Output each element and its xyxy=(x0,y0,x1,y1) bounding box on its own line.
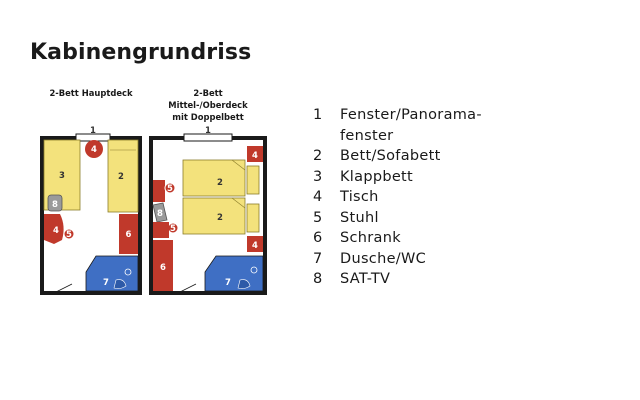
legend-item: 2 Bett/Sofabett xyxy=(313,146,482,167)
legend-number: 1 xyxy=(313,107,323,123)
closet xyxy=(153,240,173,291)
legend-number: 5 xyxy=(313,209,323,226)
chair xyxy=(63,228,75,240)
shower-number: 7 xyxy=(225,278,231,288)
bed-fold-line xyxy=(231,159,246,171)
shower-wc xyxy=(85,255,139,292)
legend-item: 3 Klappbett xyxy=(313,167,482,188)
night-table xyxy=(247,236,263,252)
tv-number: 8 xyxy=(52,200,58,210)
desk xyxy=(153,222,169,238)
sink-icon xyxy=(124,268,132,276)
plan-label-line: 2-Bett xyxy=(193,88,223,98)
table-number: 4 xyxy=(252,241,258,251)
plan-label-line: 2-Bett Hauptdeck xyxy=(49,88,133,98)
fold-bed-number: 3 xyxy=(59,171,65,181)
table-number: 4 xyxy=(252,151,258,161)
legend-text: Schrank xyxy=(340,230,401,246)
table xyxy=(85,140,103,158)
desk-number: 4 xyxy=(53,226,59,236)
legend-text: Stuhl xyxy=(340,209,379,226)
toilet-icon xyxy=(113,279,127,289)
plan-label-main-deck: 2-Bett Hauptdeck xyxy=(38,87,144,99)
legend-text: Bett/Sofabett xyxy=(340,148,441,164)
table-number: 4 xyxy=(91,145,97,155)
page-title: Kabinengrundriss xyxy=(30,40,252,65)
legend-number: 2 xyxy=(313,148,323,164)
plan-label-upper-deck: 2-Bett Mittel-/Oberdeck mit Doppelbett xyxy=(150,87,266,123)
bed xyxy=(182,197,246,235)
closet-top xyxy=(153,180,165,202)
window-number: 1 xyxy=(205,126,211,136)
chair xyxy=(164,182,176,194)
tv-number: 8 xyxy=(157,209,163,219)
tv xyxy=(47,194,63,212)
legend-text: Fenster/Panorama- fenster xyxy=(340,107,482,144)
sink-icon xyxy=(250,266,258,274)
legend-item: 8 SAT-TV xyxy=(313,269,482,290)
legend-text: Klappbett xyxy=(340,168,414,185)
legend-item: 7 Dusche/WC xyxy=(313,249,482,270)
plan-label-line: mit Doppelbett xyxy=(172,112,244,122)
window xyxy=(183,133,233,142)
door xyxy=(53,283,73,294)
closet-number: 6 xyxy=(126,230,132,240)
tv xyxy=(152,202,168,223)
legend-number: 3 xyxy=(313,168,323,185)
plan-label-line: Mittel-/Oberdeck xyxy=(168,100,248,110)
bed xyxy=(107,139,139,213)
bed xyxy=(182,159,246,197)
window-number: 1 xyxy=(90,126,96,136)
shower-number: 7 xyxy=(103,278,109,288)
pillow xyxy=(246,165,260,195)
legend-number: 8 xyxy=(313,271,323,287)
legend-number: 7 xyxy=(313,250,323,267)
night-table xyxy=(247,146,263,162)
toilet-icon xyxy=(237,279,251,289)
chair-number: 5 xyxy=(170,224,176,234)
pillow xyxy=(246,203,260,233)
desk xyxy=(44,214,64,244)
legend-item: 6 Schrank xyxy=(313,228,482,249)
legend-item: 5 Stuhl xyxy=(313,208,482,229)
door xyxy=(177,283,197,294)
legend-number: 4 xyxy=(313,189,323,205)
legend-number: 6 xyxy=(313,230,323,246)
floor-plan-upper-deck: 1 6 5 5 8 2 2 4 4 7 xyxy=(149,126,267,295)
closet-number: 6 xyxy=(160,263,166,273)
legend: 1 Fenster/Panorama- fenster 2 Bett/Sofab… xyxy=(313,105,482,290)
legend-text: Tisch xyxy=(340,189,379,205)
bed-fold-line xyxy=(231,197,246,209)
legend-item: 4 Tisch xyxy=(313,187,482,208)
shower-wc xyxy=(204,255,264,292)
bed-number: 2 xyxy=(217,213,223,223)
legend-text: Dusche/WC xyxy=(340,250,427,267)
chair-number: 5 xyxy=(167,184,173,194)
floor-plan-main-deck: 1 3 4 2 8 4 5 6 7 xyxy=(40,126,142,295)
legend-text: SAT-TV xyxy=(340,271,391,287)
closet xyxy=(119,214,138,254)
bed-number: 2 xyxy=(118,172,124,182)
legend-item: 1 Fenster/Panorama- fenster xyxy=(313,105,482,146)
bed-number: 2 xyxy=(217,178,223,188)
chair-number: 5 xyxy=(66,230,72,240)
